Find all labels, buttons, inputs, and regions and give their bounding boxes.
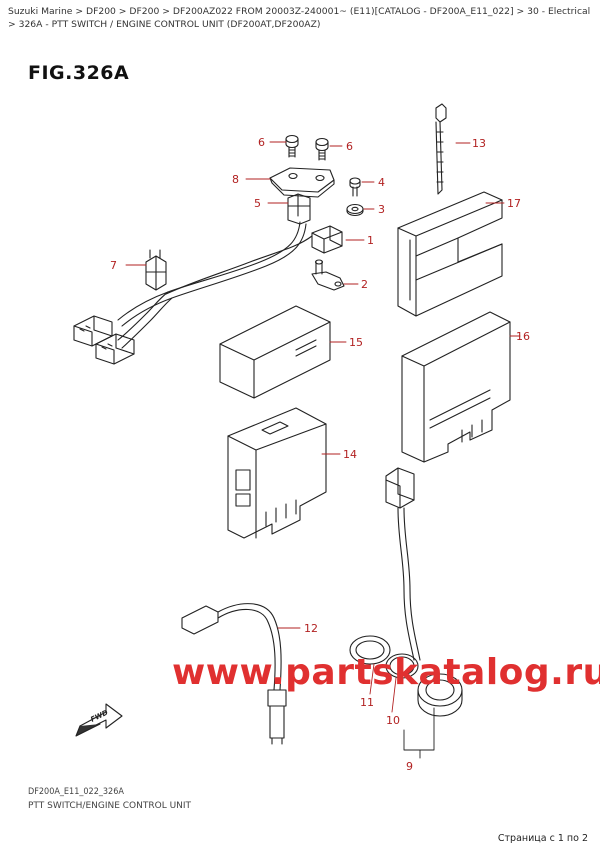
callout-14[interactable]: 14	[343, 448, 357, 461]
part-2-sensor[interactable]	[311, 259, 345, 291]
part-5-switch-mount[interactable]	[287, 193, 311, 225]
callout-5[interactable]: 5	[254, 197, 261, 210]
callout-2[interactable]: 2	[361, 278, 368, 291]
callout-7[interactable]: 7	[110, 259, 117, 272]
callout-leaders	[125, 141, 521, 713]
breadcrumb[interactable]: Suzuki Marine > DF200 > DF200 > DF200AZ0…	[8, 6, 591, 30]
figure-code: DF200A_E11_022_326A	[28, 787, 124, 797]
part-11-grommet[interactable]	[349, 635, 391, 665]
fwd-arrow-icon	[75, 703, 123, 737]
callout-9[interactable]: 9	[406, 760, 413, 773]
callout-17[interactable]: 17	[507, 197, 521, 210]
part-14-controller[interactable]	[227, 407, 327, 539]
callout-6-left[interactable]: 6	[258, 136, 265, 149]
part-12-wire[interactable]	[181, 603, 287, 745]
part-16-ecu[interactable]	[401, 311, 511, 463]
part-15-box[interactable]	[219, 305, 331, 399]
connector-left-upper[interactable]	[73, 315, 113, 347]
pagination[interactable]: Страница с 1 по 2	[497, 833, 588, 844]
part-6-screw-right[interactable]	[315, 137, 329, 161]
part-9-switch-plate[interactable]	[417, 673, 463, 717]
figure-caption: PTT SWITCH/ENGINE CONTROL UNIT	[28, 801, 192, 811]
connector-left-lower[interactable]	[95, 333, 135, 365]
part-10-o-ring[interactable]	[385, 653, 419, 679]
callout-15[interactable]: 15	[349, 336, 363, 349]
callout-4[interactable]: 4	[378, 176, 385, 189]
part-7-clamp[interactable]	[145, 249, 167, 291]
callout-6-right[interactable]: 6	[346, 140, 353, 153]
callout-1[interactable]: 1	[367, 234, 374, 247]
part-13-cable-tie[interactable]	[435, 103, 447, 195]
part-6-screw-left[interactable]	[285, 134, 299, 158]
watermark: www.partskatalog.ru	[172, 652, 600, 693]
harness-right[interactable]	[385, 467, 421, 661]
part-1-ptt-switch[interactable]	[311, 225, 343, 254]
part-8-bracket[interactable]	[269, 167, 335, 198]
callout-12[interactable]: 12	[304, 622, 318, 635]
part-4-screw[interactable]	[349, 177, 361, 197]
part-3-washer[interactable]	[346, 203, 364, 217]
callout-10[interactable]: 10	[386, 714, 400, 727]
callout-13[interactable]: 13	[472, 137, 486, 150]
figure-title: FIG.326A	[28, 62, 130, 84]
part-17-cover[interactable]	[397, 191, 503, 317]
callout-8[interactable]: 8	[232, 173, 239, 186]
part-9-bracket	[403, 707, 435, 759]
callout-11[interactable]: 11	[360, 696, 374, 709]
callout-3[interactable]: 3	[378, 203, 385, 216]
callout-16[interactable]: 16	[516, 330, 530, 343]
wire-harness	[117, 221, 313, 349]
